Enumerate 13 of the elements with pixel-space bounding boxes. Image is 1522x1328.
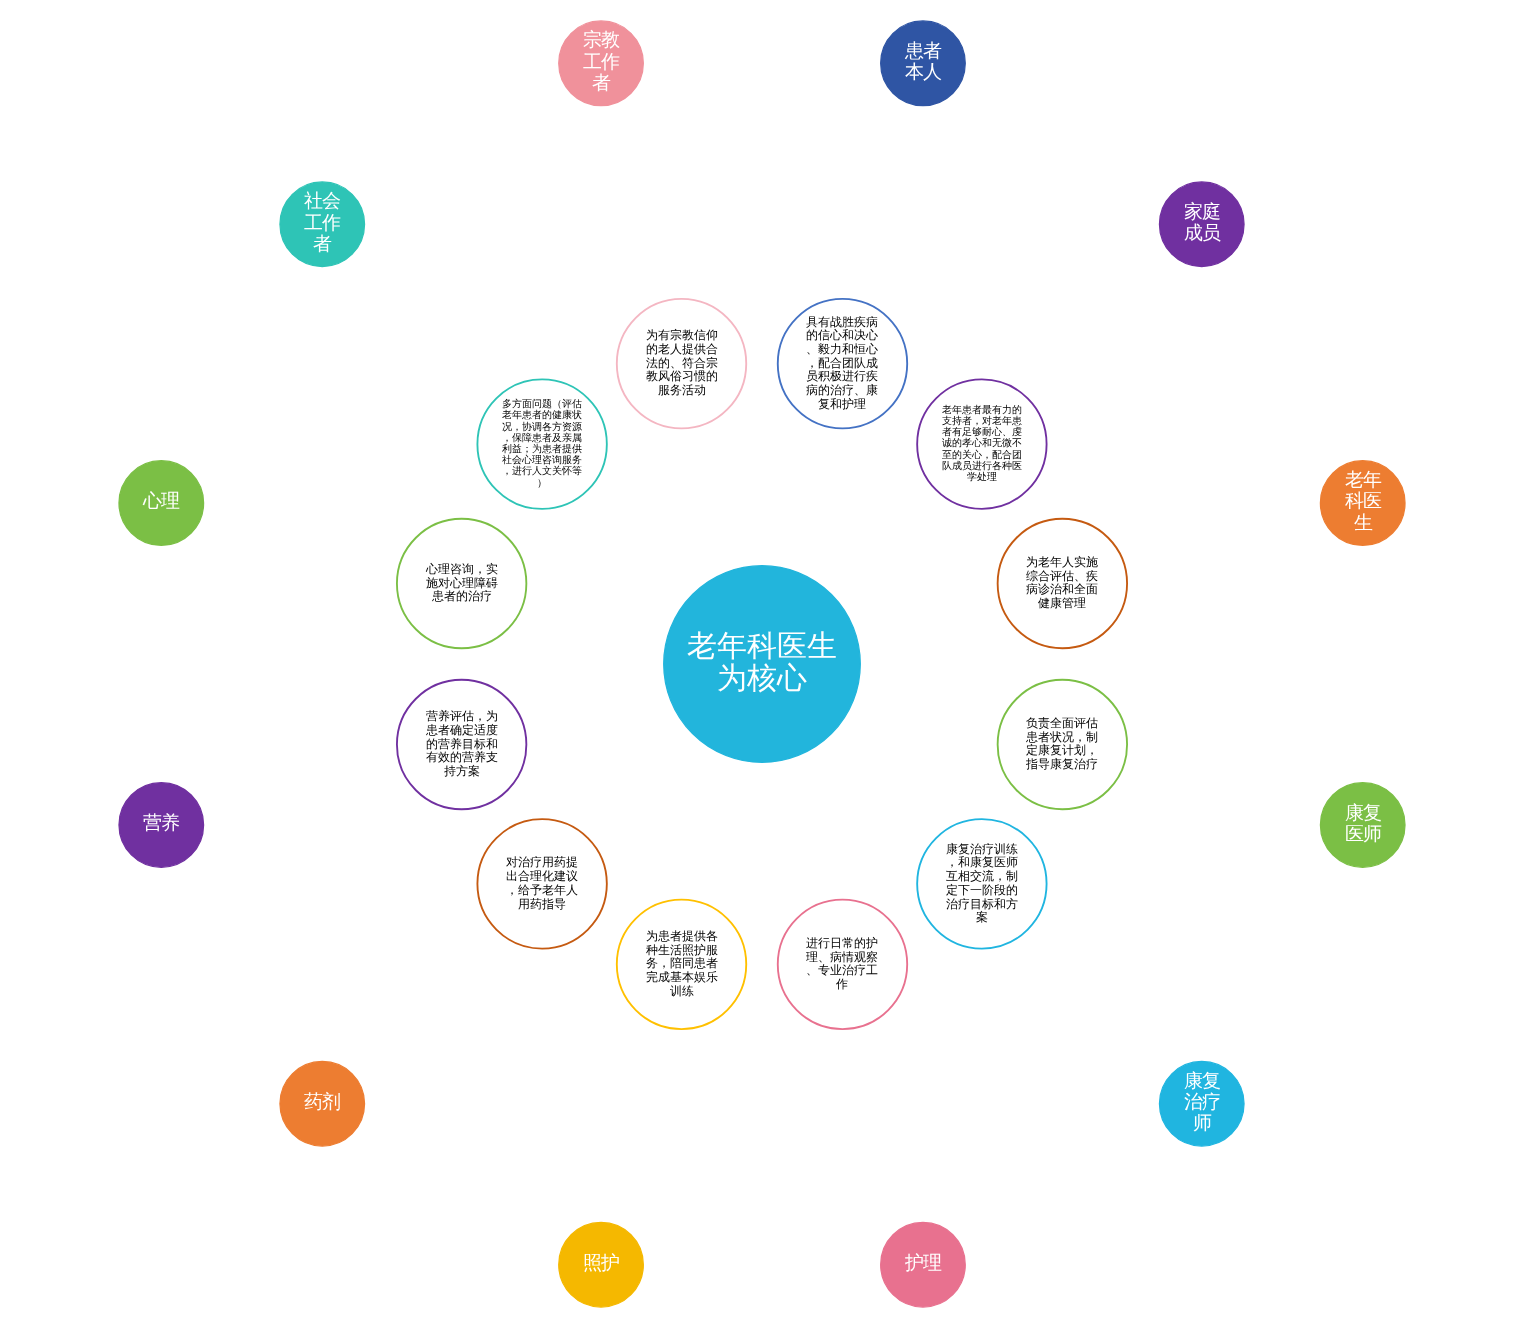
- node-circle: 康复治疗师: [1157, 1060, 1244, 1147]
- node-circle: 心理: [117, 460, 204, 546]
- node-circle: 康复医师: [1318, 782, 1405, 868]
- node-circle: 老年科医生为核心: [662, 565, 860, 763]
- node-circle: 家庭成员: [1157, 181, 1244, 268]
- node-circle: 患者本人: [879, 20, 965, 107]
- node-circle: 老年科医生: [1318, 460, 1405, 546]
- node-circle: 宗教工作者: [557, 20, 643, 107]
- node-circle: 社会工作者: [278, 181, 365, 268]
- node-circle: 营养: [117, 782, 204, 868]
- node-circle: 照护: [557, 1221, 643, 1308]
- node-circle: 药剂: [278, 1060, 365, 1147]
- node-circle: 护理: [879, 1221, 965, 1308]
